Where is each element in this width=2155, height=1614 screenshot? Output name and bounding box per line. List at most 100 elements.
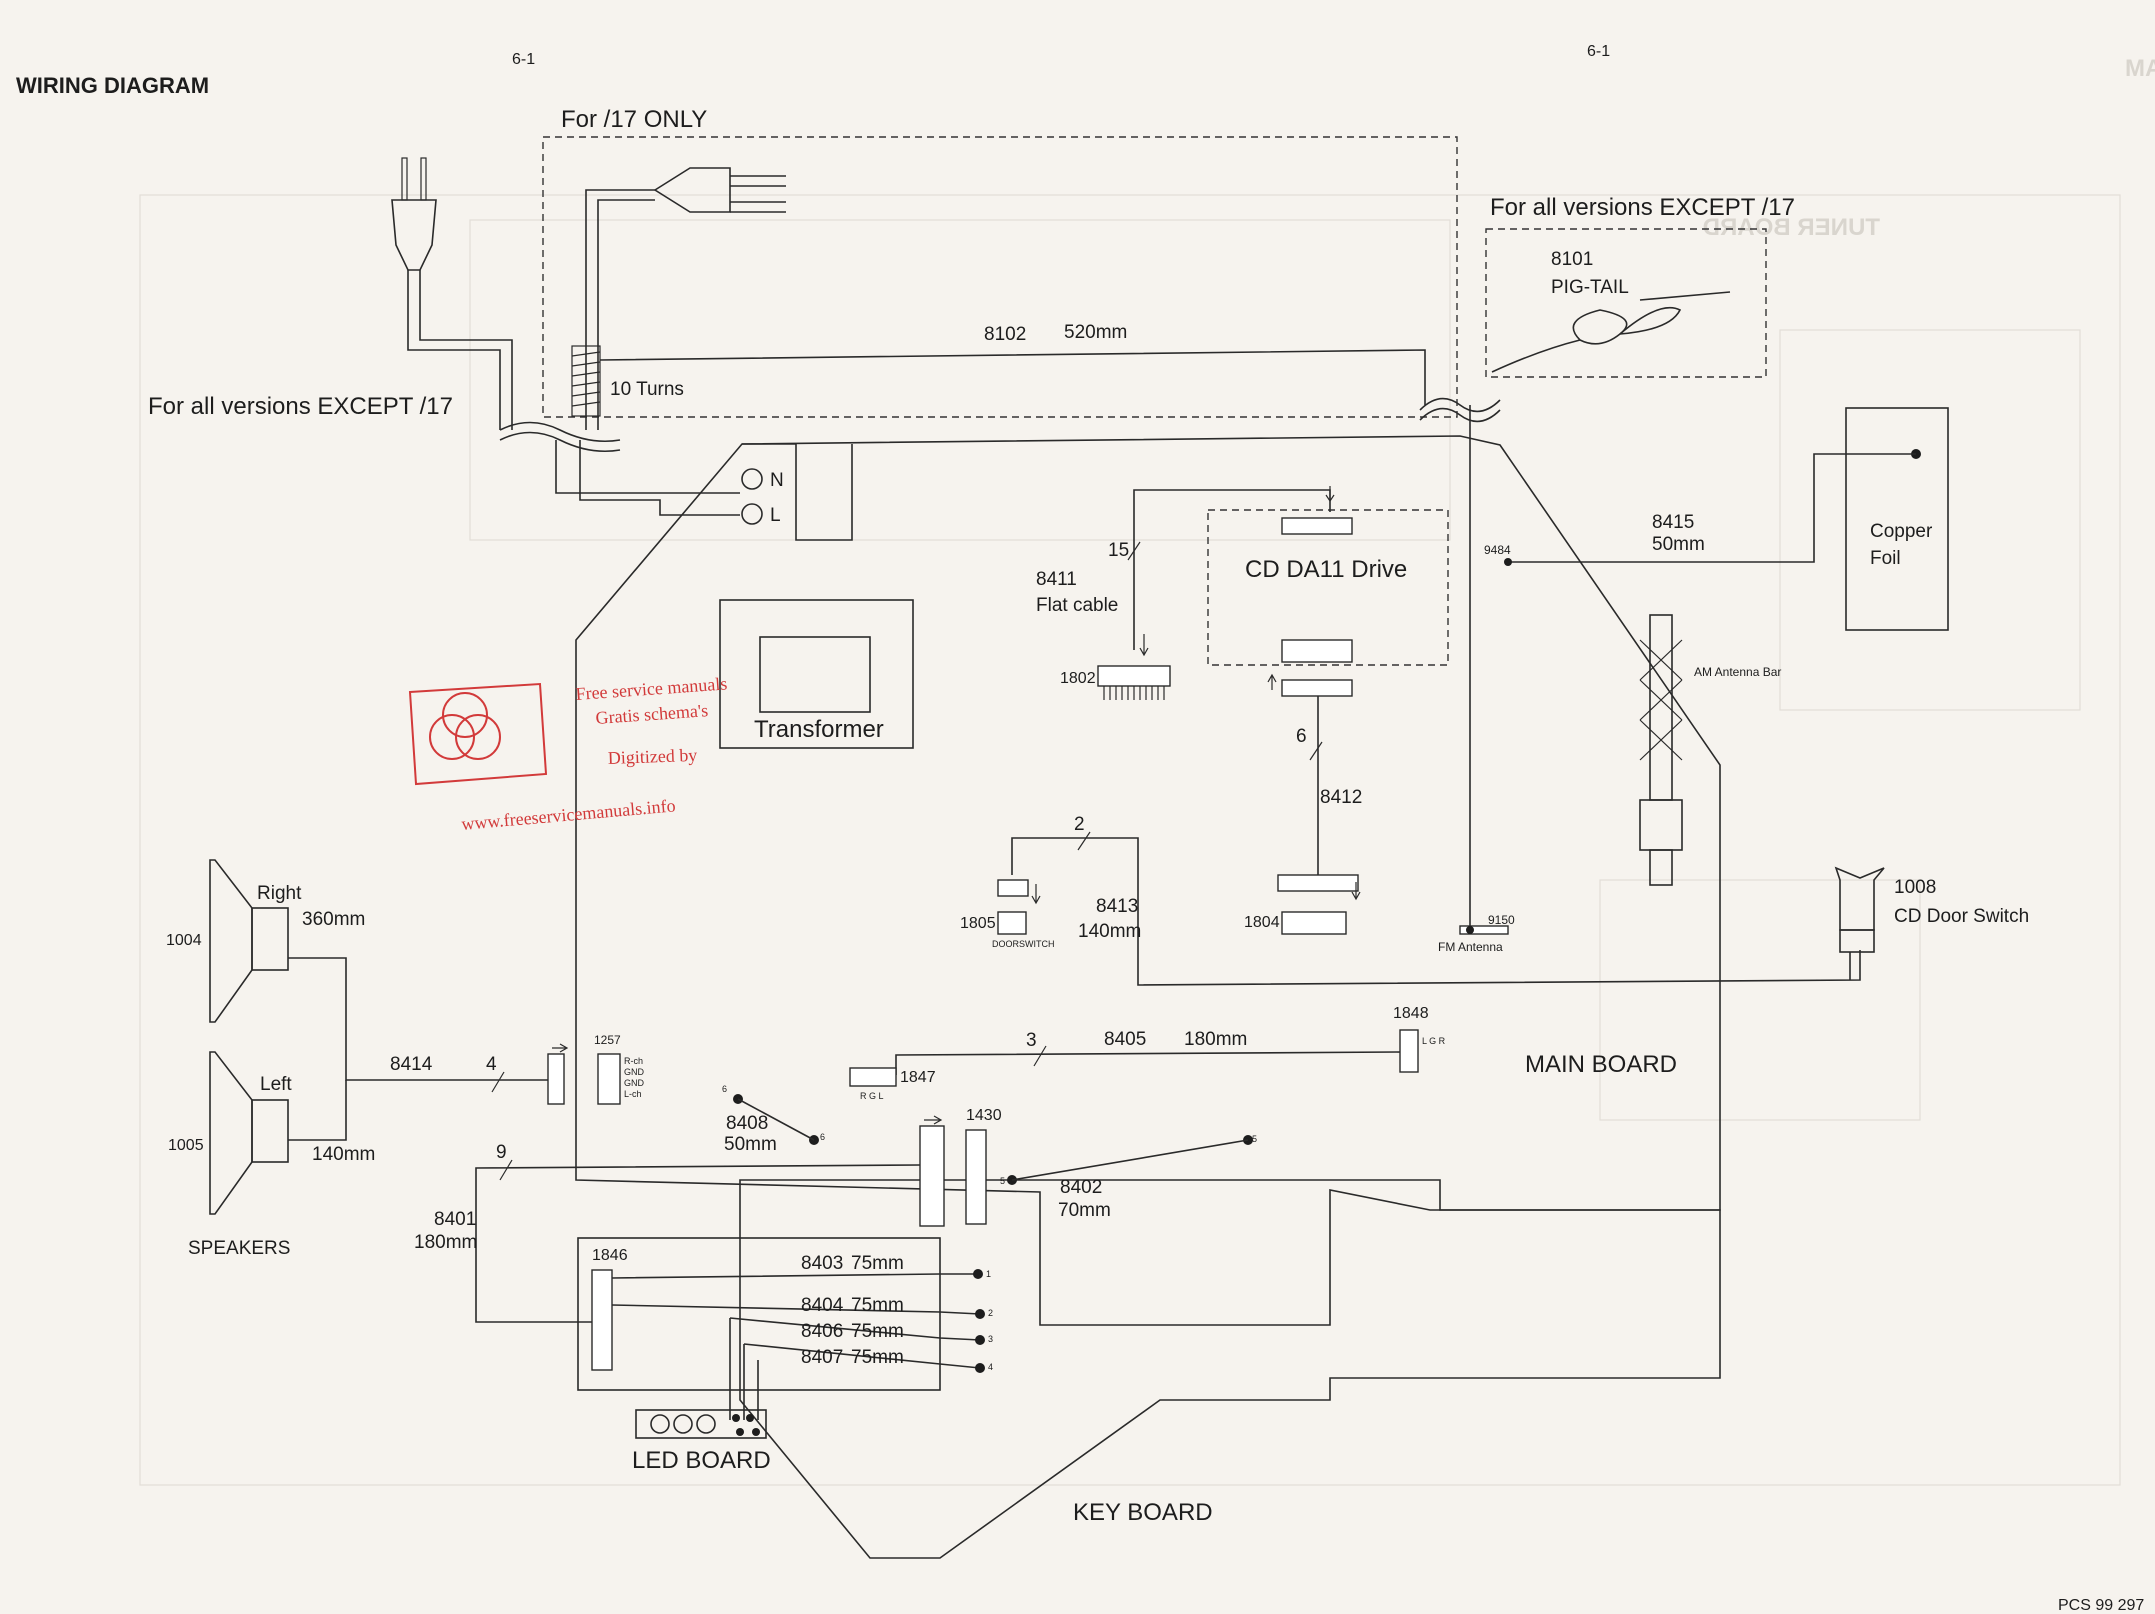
ghost-background: MAIN BOARD (Tuner Part) - CIRCUIT DIAGRA…: [139, 55, 2155, 1486]
pin-label-6: 6: [722, 1084, 727, 1094]
label-1804: 1804: [1244, 914, 1280, 931]
cable-8101-label: 8101: [1551, 249, 1593, 270]
cable-8407-length: 75mm: [851, 1347, 904, 1368]
connector-1848: [1399, 1029, 1419, 1073]
label-1802: 1802: [1060, 670, 1096, 687]
break-symbol: [1419, 407, 1501, 423]
label-1848: 1848: [1393, 1005, 1429, 1022]
region-pigtail: [1485, 228, 1767, 378]
label-foil: Foil: [1870, 548, 1901, 569]
connector-1802: [1097, 665, 1171, 700]
page-title: WIRING DIAGRAM: [16, 73, 209, 98]
cable-8411-count: 15: [1108, 540, 1129, 561]
stamp-logo: [408, 682, 548, 786]
label-fm-antenna: FM Antenna: [1438, 940, 1503, 954]
cable-8404-label: 8404: [801, 1295, 844, 1316]
copper-foil: [1845, 407, 1949, 631]
cable-8415-label: 8415: [1652, 512, 1694, 533]
stamp: Free service manuals Gratis schema's Dig…: [408, 673, 728, 834]
label-9150: 9150: [1488, 913, 1515, 927]
label-360mm: 360mm: [302, 909, 365, 930]
ghost-title: MAIN BOARD (Tuner Part) - CIRCUIT DIAGRA…: [2125, 55, 2155, 82]
connector-1430: [965, 1129, 987, 1225]
cable-8102-label: 8102: [984, 324, 1026, 345]
label-1846: 1846: [592, 1247, 628, 1264]
key-board-inner: [577, 1237, 941, 1391]
label-except17-right: For all versions EXCEPT /17: [1490, 194, 1795, 221]
label-1257: 1257: [594, 1033, 621, 1047]
am-antenna-bar: [1639, 614, 1683, 886]
region-17-only: [542, 136, 1458, 418]
pin-label-5: 5: [1000, 1176, 1005, 1186]
main-board-outline: [575, 435, 1721, 1326]
cable-8414-label: 8414: [390, 1054, 433, 1075]
pin-label-5b: 5: [1252, 1134, 1257, 1144]
label-am-antenna-bar: AM Antenna Bar: [1694, 665, 1781, 679]
cable-8403-length: 75mm: [851, 1253, 904, 1274]
label-10-turns: 10 Turns: [610, 379, 684, 400]
label-doorswitch: DOORSWITCH: [992, 939, 1055, 949]
connector-1847: [849, 1067, 897, 1087]
pin-label-1: 1: [986, 1269, 991, 1279]
cable-8406-length: 75mm: [851, 1321, 904, 1342]
break-symbol: [1419, 397, 1501, 413]
terminal-l: L: [770, 505, 781, 526]
label-except17-left: For all versions EXCEPT /17: [148, 393, 453, 420]
label-1004: 1004: [166, 932, 202, 949]
label-transformer: Transformer: [754, 716, 884, 743]
cable-8405-label: 8405: [1104, 1029, 1146, 1050]
label-1805: 1805: [960, 915, 996, 932]
pin-1257-2: GND: [624, 1067, 645, 1077]
cable-8404-length: 75mm: [851, 1295, 904, 1316]
ghost-label: TUNER BOARD: [1703, 214, 1880, 241]
cable-8412-count: 6: [1296, 726, 1307, 747]
break-symbol: [499, 431, 621, 453]
terminal-n: N: [770, 470, 784, 491]
document-code: PCS 99 297: [2058, 1597, 2144, 1614]
label-1008: 1008: [1894, 877, 1936, 898]
cd-drive-region: [1207, 509, 1449, 666]
cable-8402-label: 8402: [1060, 1177, 1102, 1198]
cable-8413-length: 140mm: [1078, 921, 1141, 942]
break-symbol: [499, 421, 621, 443]
connector-8412-end: [1277, 874, 1359, 892]
speaker-right: [209, 859, 289, 1023]
connector-8401-end: [919, 1125, 945, 1227]
label-17-only: For /17 ONLY: [561, 106, 707, 133]
cable-8102-length: 520mm: [1064, 322, 1127, 343]
cable-8413-count: 2: [1074, 814, 1085, 835]
pin-1257-4: L-ch: [624, 1089, 642, 1099]
pin-label-6b: 6: [820, 1132, 825, 1142]
cable-8401-count: 9: [496, 1142, 507, 1163]
label-left: Left: [260, 1074, 292, 1095]
pin-1257-3: GND: [624, 1078, 645, 1088]
transformer-core: [759, 636, 871, 713]
connector-8414-end: [547, 1053, 565, 1105]
label-led-board: LED BOARD: [632, 1447, 771, 1474]
pin-1257-1: R-ch: [624, 1056, 643, 1066]
stamp-url: www.freeservicemanuals.info: [461, 795, 677, 834]
cable-8415-length: 50mm: [1652, 534, 1705, 555]
label-key-board: KEY BOARD: [1073, 1499, 1213, 1526]
door-switch-1008: [1834, 866, 1885, 980]
cable-8411-name: Flat cable: [1036, 595, 1118, 616]
connector-cd-lower: [1281, 679, 1353, 697]
cable-8408-label: 8408: [726, 1113, 768, 1134]
label-cd-drive: CD DA11 Drive: [1245, 556, 1407, 583]
cable-8405-count: 3: [1026, 1030, 1037, 1051]
pins-1847: R G L: [860, 1091, 884, 1101]
mains-plug-us: [585, 167, 786, 430]
pins-1848: L G R: [1422, 1036, 1446, 1046]
label-1005: 1005: [168, 1137, 204, 1154]
label-speakers: SPEAKERS: [188, 1238, 290, 1259]
led-board: [635, 1409, 767, 1439]
stamp-line-2: Gratis schema's: [595, 700, 709, 728]
cable-8401-label: 8401: [434, 1209, 476, 1230]
label-1430: 1430: [966, 1107, 1002, 1124]
cable-8408-length: 50mm: [724, 1134, 777, 1155]
cable-8407-label: 8407: [801, 1347, 843, 1368]
cable-8401-length: 180mm: [414, 1232, 477, 1253]
cd-drive-connector-bottom: [1281, 639, 1353, 663]
cd-drive-connector-top: [1281, 517, 1353, 535]
label-right: Right: [257, 883, 302, 904]
